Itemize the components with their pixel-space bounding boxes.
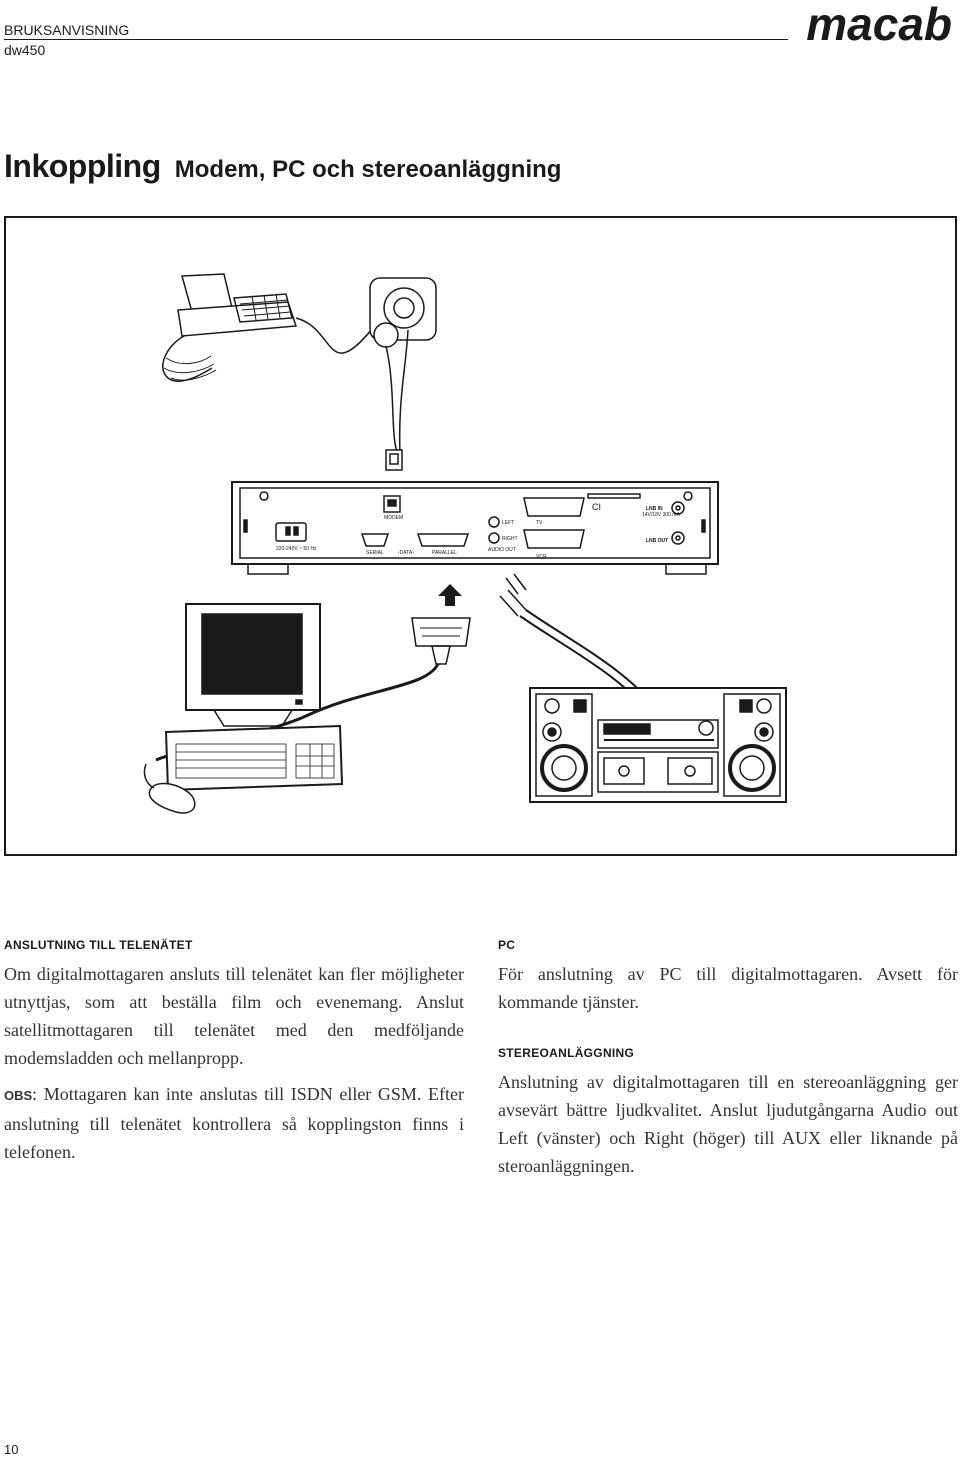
section-heading-telenatet: ANSLUTNING TILL TELENÄTET	[4, 938, 193, 952]
svg-text:macab: macab	[806, 0, 952, 48]
svg-text:PARALLEL: PARALLEL	[432, 550, 457, 556]
obs-text: : Mottagaren kan inte anslutas till ISDN…	[4, 1084, 464, 1162]
svg-text:AUDIO OUT: AUDIO OUT	[488, 547, 516, 553]
up-arrow-icon	[438, 584, 462, 606]
title-main: Inkoppling	[4, 148, 161, 184]
section-pc-stereo: PC För anslutning av PC till digitalmott…	[498, 938, 958, 1188]
telenatet-paragraph: Om digitalmottagaren ansluts till telenä…	[4, 964, 464, 1068]
svg-text:CI: CI	[592, 502, 601, 512]
section-heading-pc: PC	[498, 938, 516, 952]
svg-text:TV: TV	[536, 520, 543, 526]
pc-monitor-illustration	[185, 603, 321, 727]
brand-logo: macab	[806, 0, 952, 48]
model-label: dw450	[4, 42, 46, 58]
svg-text:RIGHT: RIGHT	[502, 536, 518, 542]
page-number: 10	[4, 1442, 19, 1457]
doc-type-label: BRUKSANVISNING	[4, 22, 130, 38]
svg-text:SERIAL: SERIAL	[366, 550, 384, 556]
keyboard-illustration	[164, 724, 344, 792]
page-title: Inkoppling Modem, PC och stereoanläggning	[4, 148, 561, 185]
telephone-illustration	[162, 273, 377, 382]
header-rule	[4, 39, 788, 40]
stereo-system-illustration	[529, 687, 787, 803]
svg-text:LNB OUT: LNB OUT	[646, 538, 668, 544]
svg-text:LEFT: LEFT	[502, 520, 514, 526]
section-heading-stereo: STEREOANLÄGGNING	[498, 1046, 635, 1060]
svg-text:14V/18V 300 mA: 14V/18V 300 mA	[642, 512, 680, 518]
pc-paragraph: För anslutning av PC till digitalmottaga…	[498, 964, 958, 1012]
section-telenatet: ANSLUTNING TILL TELENÄTET Om digitalmott…	[4, 938, 464, 1174]
wall-socket-illustration	[369, 277, 437, 471]
svg-text:VCR: VCR	[536, 554, 547, 560]
receiver-back-panel: 220-240V ~ 50 Hz MODEM SERIAL ‹DATA› PAR…	[231, 481, 719, 575]
svg-text:LNB IN: LNB IN	[646, 506, 663, 512]
svg-text:MODEM: MODEM	[384, 515, 403, 521]
title-sub: Modem, PC och stereoanläggning	[174, 156, 562, 183]
svg-text:‹DATA›: ‹DATA›	[398, 550, 414, 556]
stereo-paragraph: Anslutning av digitalmottagaren till en …	[498, 1072, 958, 1176]
mouse-illustration	[143, 763, 196, 814]
svg-text:220-240V ~ 50 Hz: 220-240V ~ 50 Hz	[276, 546, 317, 552]
header-info: BRUKSANVISNING dw450	[4, 20, 129, 60]
obs-paragraph: OBS: Mottagaren kan inte anslutas till I…	[4, 1080, 464, 1166]
obs-label: OBS	[4, 1088, 33, 1103]
connection-diagram: 220-240V ~ 50 Hz MODEM SERIAL ‹DATA› PAR…	[4, 216, 957, 856]
